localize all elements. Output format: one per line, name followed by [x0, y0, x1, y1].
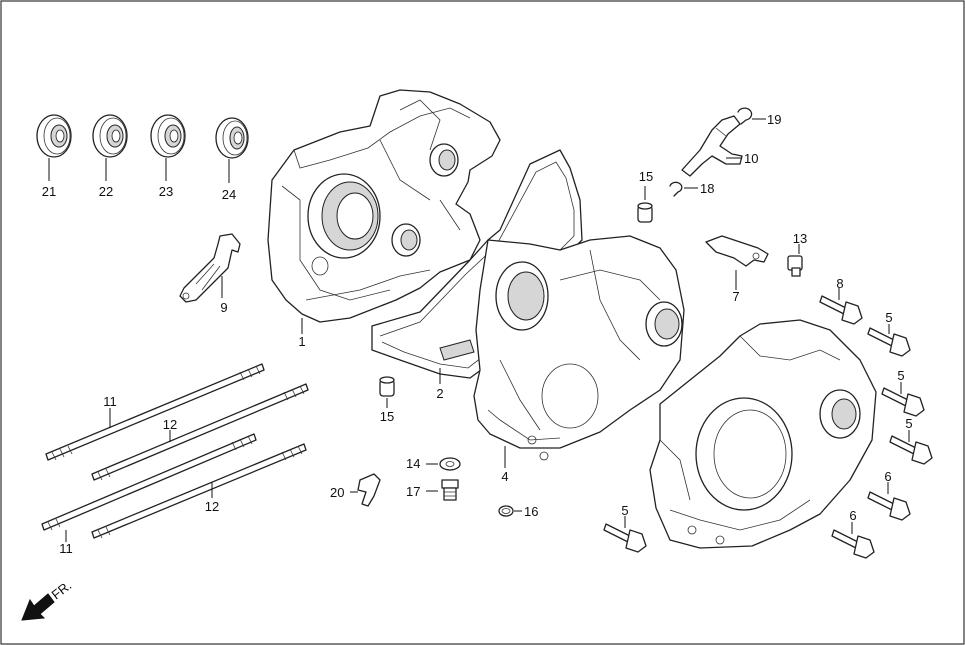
- left-crankcase-1: [267, 89, 501, 323]
- front-direction-label: FR.: [49, 578, 75, 603]
- bolt-5c: [889, 435, 933, 465]
- label-9: 9: [220, 300, 227, 315]
- label-22: 22: [99, 184, 113, 199]
- o-ring-16: [498, 505, 514, 517]
- stud-12-bottom: [91, 443, 307, 539]
- label-7: 7: [732, 289, 739, 304]
- label-5-d: 5: [621, 503, 628, 518]
- bolt-5a: [867, 327, 911, 357]
- bolt-8: [819, 295, 863, 325]
- plate-7: [705, 235, 769, 267]
- label-5-c: 5: [905, 416, 912, 431]
- crankcase-half-4: [473, 235, 685, 461]
- breather-pipe-10: [681, 115, 743, 177]
- stud-11-bottom: [41, 433, 257, 531]
- label-6-b: 6: [849, 508, 856, 523]
- label-5-b: 5: [897, 368, 904, 383]
- stud-12-top: [91, 383, 309, 481]
- label-15-lower: 15: [380, 409, 394, 424]
- label-11-bottom: 11: [59, 541, 73, 556]
- bearing-21: [36, 114, 72, 158]
- label-12-top: 12: [163, 417, 177, 432]
- label-14: 14: [406, 456, 420, 471]
- bolt-6b: [831, 529, 875, 559]
- bearing-22: [92, 114, 128, 158]
- label-4: 4: [501, 469, 508, 484]
- dowel-pin-15-lower: [379, 376, 395, 397]
- bolt-5d: [603, 523, 647, 553]
- bolt-13: [787, 255, 803, 277]
- bracket-9: [179, 233, 241, 303]
- label-19: 19: [767, 112, 781, 127]
- clip-19: [737, 107, 753, 125]
- label-10: 10: [744, 151, 758, 166]
- label-2: 2: [436, 386, 443, 401]
- label-20: 20: [330, 485, 344, 500]
- drain-plug-17: [441, 479, 459, 501]
- clip-18: [669, 181, 683, 197]
- front-direction-arrow-icon: [21, 593, 55, 621]
- right-crankcase: [649, 319, 877, 549]
- label-6-a: 6: [884, 469, 891, 484]
- bolt-5b: [881, 387, 925, 417]
- label-11-top: 11: [103, 394, 117, 409]
- label-12-bottom: 12: [205, 499, 219, 514]
- label-13: 13: [793, 231, 807, 246]
- clamp-20: [357, 473, 381, 507]
- label-1: 1: [298, 334, 305, 349]
- label-15-top: 15: [639, 169, 653, 184]
- bearing-24: [215, 117, 249, 159]
- label-5-a: 5: [885, 310, 892, 325]
- label-23: 23: [159, 184, 173, 199]
- label-18: 18: [700, 181, 714, 196]
- label-21: 21: [42, 184, 56, 199]
- washer-14: [439, 457, 461, 471]
- dowel-pin-15-top: [637, 202, 653, 223]
- bearing-23: [150, 114, 186, 158]
- label-24: 24: [222, 187, 236, 202]
- stud-11-top: [45, 363, 265, 461]
- label-16: 16: [524, 504, 538, 519]
- label-17: 17: [406, 484, 420, 499]
- label-8: 8: [836, 276, 843, 291]
- bolt-6a: [867, 491, 911, 521]
